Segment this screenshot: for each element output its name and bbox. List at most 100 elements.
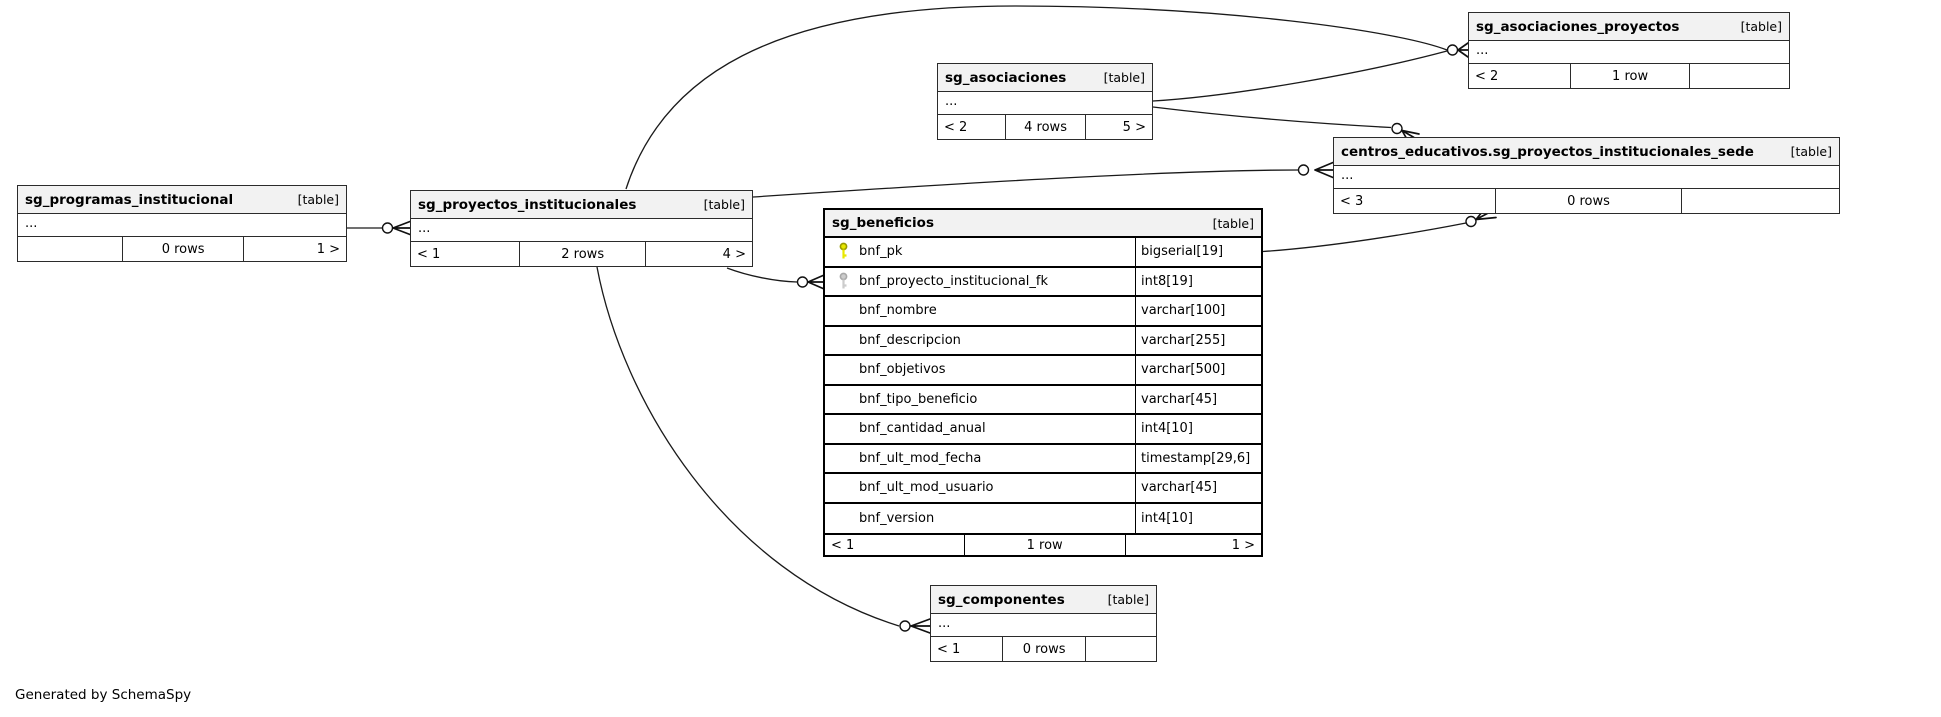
footer-children [1086, 637, 1156, 661]
column-name[interactable]: bnf_objetivos [859, 362, 946, 378]
table-footer: 0 rows 1 > [18, 237, 346, 261]
elided-columns-row: ... [18, 214, 346, 237]
footer-parents: < 3 [1334, 189, 1496, 213]
relationship-edge [1152, 106, 1420, 139]
column-name[interactable]: bnf_descripcion [859, 332, 961, 348]
footer-rowcount: 0 rows [123, 237, 245, 261]
elided-columns-row: ... [931, 614, 1156, 637]
footer-children: 1 > [316, 241, 340, 257]
relationship-edge [726, 267, 824, 290]
column-type: int4[10] [1135, 503, 1261, 533]
column-type: bigserial[19] [1135, 238, 1261, 266]
footer-children [1690, 64, 1789, 88]
table-name[interactable]: sg_proyectos_institucionales [418, 196, 637, 213]
column-type: varchar[500] [1135, 356, 1261, 384]
relationship-edge [1262, 208, 1497, 253]
elided-columns-row: ... [411, 219, 752, 242]
column-type: int8[19] [1135, 267, 1261, 295]
table-footer: < 1 1 row 1 > [825, 533, 1261, 555]
table-header: sg_proyectos_institucionales [table] [411, 191, 752, 219]
elided-columns-row: ... [1334, 166, 1839, 189]
table-name[interactable]: sg_programas_institucional [25, 191, 234, 208]
table-type-tag: [table] [297, 192, 339, 207]
footer-parents: < 2 [1469, 64, 1572, 88]
table-type-tag: [table] [1740, 19, 1782, 34]
table-node-sg-asociaciones[interactable]: sg_asociaciones [table] ... < 2 4 rows 5… [937, 63, 1153, 140]
column-name[interactable]: bnf_version [859, 510, 935, 526]
table-node-sg-programas-institucional[interactable]: sg_programas_institucional [table] ... 0… [17, 185, 347, 262]
footer-rowcount: 0 rows [1496, 189, 1683, 213]
table-footer: < 2 4 rows 5 > [938, 115, 1152, 139]
column-type: varchar[45] [1135, 385, 1261, 413]
column-row: bnf_tipo_beneficio varchar[45] [825, 385, 1261, 415]
footer-parents: < 2 [938, 115, 1007, 139]
table-header: sg_asociaciones [table] [938, 64, 1152, 92]
column-name[interactable]: bnf_cantidad_anual [859, 421, 986, 437]
column-name[interactable]: bnf_nombre [859, 303, 937, 319]
relationship-edge [752, 161, 1334, 198]
column-row: bnf_proyecto_institucional_fk int8[19] [825, 267, 1261, 297]
table-header: sg_asociaciones_proyectos [table] [1469, 13, 1789, 41]
table-footer: < 1 2 rows 4 > [411, 242, 752, 266]
column-name[interactable]: bnf_proyecto_institucional_fk [859, 273, 1049, 289]
column-row: bnf_nombre varchar[100] [825, 297, 1261, 327]
foreign-key-icon [825, 272, 853, 291]
table-header: centros_educativos.sg_proyectos_instituc… [1334, 138, 1839, 166]
footer-children: 1 > [1231, 537, 1255, 553]
table-name[interactable]: centros_educativos.sg_proyectos_instituc… [1341, 143, 1754, 160]
column-row: bnf_cantidad_anual int4[10] [825, 415, 1261, 445]
table-name[interactable]: sg_asociaciones_proyectos [1476, 18, 1680, 35]
table-header: sg_componentes [table] [931, 586, 1156, 614]
column-row: bnf_ult_mod_usuario varchar[45] [825, 474, 1261, 504]
table-footer: < 3 0 rows [1334, 189, 1839, 213]
elided-columns-row: ... [1469, 41, 1789, 64]
table-node-sg-beneficios[interactable]: sg_beneficios [table] bnf_pk bigserial[19… [823, 208, 1263, 557]
table-type-tag: [table] [1212, 215, 1254, 231]
elided-columns-row: ... [938, 92, 1152, 115]
footer-rowcount: 1 row [1571, 64, 1690, 88]
column-type: int4[10] [1135, 415, 1261, 443]
footer-children: 5 > [1122, 119, 1146, 135]
footer-rowcount: 0 rows [1003, 637, 1087, 661]
column-type: varchar[45] [1135, 474, 1261, 502]
column-row: bnf_objetivos varchar[500] [825, 356, 1261, 386]
table-node-centros-educativos-sg-proyectos-institucionales-sede[interactable]: centros_educativos.sg_proyectos_instituc… [1333, 137, 1840, 214]
table-type-tag: [table] [1790, 144, 1832, 159]
footer-parents: < 1 [825, 535, 965, 555]
column-row: bnf_ult_mod_fecha timestamp[29,6] [825, 444, 1261, 474]
relationship-edge [347, 220, 411, 236]
table-header: sg_beneficios [table] [825, 210, 1261, 238]
column-row: bnf_pk bigserial[19] [825, 238, 1261, 268]
relationship-edge [1152, 50, 1448, 102]
table-node-sg-proyectos-institucionales[interactable]: sg_proyectos_institucionales [table] ...… [410, 190, 753, 267]
column-type: timestamp[29,6] [1135, 444, 1261, 472]
footer-parents: < 1 [411, 242, 521, 266]
footer-parents: < 1 [931, 637, 1003, 661]
footer-rowcount: 2 rows [520, 242, 647, 266]
footer-parents [18, 237, 123, 261]
footer-children: 4 > [722, 246, 746, 262]
column-row: bnf_descripcion varchar[255] [825, 326, 1261, 356]
table-footer: < 2 1 row [1469, 64, 1789, 88]
column-name[interactable]: bnf_pk [859, 244, 903, 260]
column-name[interactable]: bnf_ult_mod_usuario [859, 480, 994, 496]
footer-rowcount: 1 row [965, 535, 1126, 555]
table-type-tag: [table] [1107, 592, 1149, 607]
primary-key-icon [825, 242, 853, 261]
footer-children [1682, 189, 1839, 213]
column-name[interactable]: bnf_ult_mod_fecha [859, 450, 982, 466]
table-header: sg_programas_institucional [table] [18, 186, 346, 214]
column-type: varchar[255] [1135, 326, 1261, 354]
column-type: varchar[100] [1135, 297, 1261, 325]
column-name[interactable]: bnf_tipo_beneficio [859, 391, 978, 407]
table-name[interactable]: sg_componentes [938, 591, 1065, 608]
table-type-tag: [table] [1103, 70, 1145, 85]
table-name[interactable]: sg_asociaciones [945, 69, 1067, 86]
column-row: bnf_version int4[10] [825, 503, 1261, 533]
table-node-sg-asociaciones-proyectos[interactable]: sg_asociaciones_proyectos [table] ... < … [1468, 12, 1790, 89]
table-node-sg-componentes[interactable]: sg_componentes [table] ... < 1 0 rows [930, 585, 1157, 662]
footer-rowcount: 4 rows [1006, 115, 1086, 139]
table-name[interactable]: sg_beneficios [832, 215, 934, 231]
